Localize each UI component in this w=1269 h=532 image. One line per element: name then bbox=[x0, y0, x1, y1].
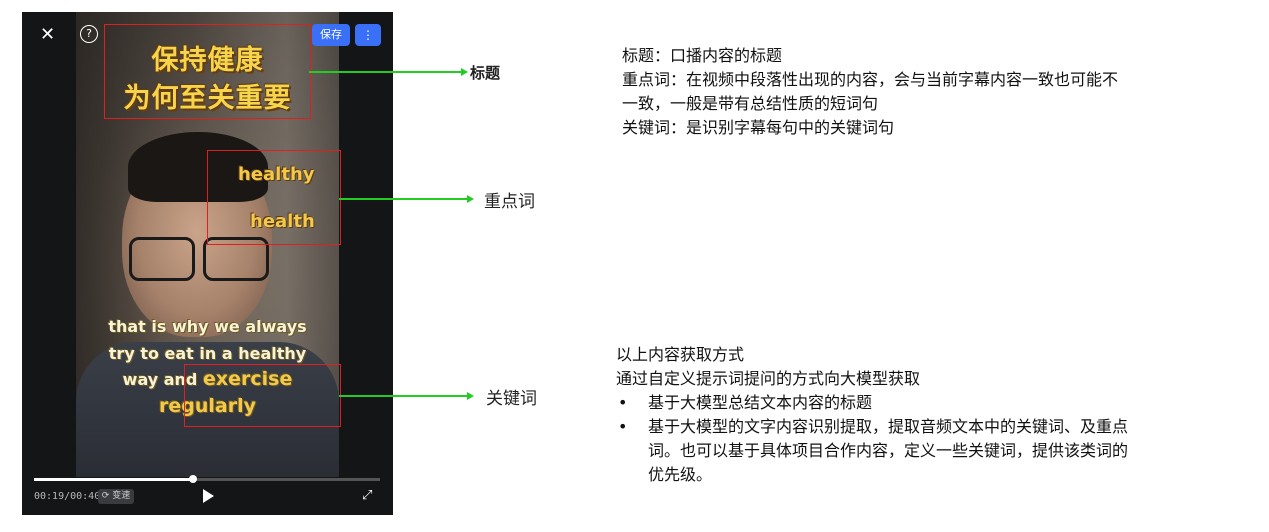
method-bullet-2-line-2: 词。也可以基于具体项目合作内容，定义一些关键词，提供该类词的 bbox=[648, 441, 1129, 460]
definition-keywords: 关键词：是识别字幕每句中的关键词句 bbox=[622, 118, 895, 137]
overlay-title-line-2: 为何至关重要 bbox=[123, 83, 292, 114]
play-icon[interactable] bbox=[203, 489, 214, 503]
keywords-arrow-line bbox=[339, 395, 469, 397]
progress-knob[interactable] bbox=[189, 475, 198, 483]
keywords-arrow-head bbox=[467, 392, 474, 400]
subtitle-line-2: try to eat in a healthy bbox=[108, 344, 307, 363]
key-points-arrow-head bbox=[467, 195, 474, 203]
definitions-block: 标题：口播内容的标题 重点词：在视频中段落性出现的内容，会与当前字幕内容一致也可… bbox=[622, 44, 1262, 140]
key-points-annotation-box bbox=[207, 150, 341, 245]
close-icon[interactable]: ✕ bbox=[40, 24, 56, 45]
subtitle-highlight-regularly: regularly bbox=[159, 395, 256, 417]
more-options-icon[interactable]: ⋮ bbox=[355, 24, 381, 46]
definition-key-points-1: 重点词：在视频中段落性出现的内容，会与当前字幕内容一致也可能不 bbox=[622, 70, 1119, 89]
method-intro: 通过自定义提示词提问的方式向大模型获取 bbox=[616, 369, 921, 388]
method-block: 以上内容获取方式 通过自定义提示词提问的方式向大模型获取 基于大模型总结文本内容… bbox=[616, 343, 1261, 487]
subtitle-plain: way and bbox=[122, 370, 198, 389]
keywords-annotation-box bbox=[184, 364, 341, 427]
fullscreen-icon[interactable]: ⤢ bbox=[362, 488, 373, 503]
overlay-keyword-health: health bbox=[250, 211, 315, 232]
help-icon[interactable]: ? bbox=[80, 25, 98, 43]
title-arrow-head bbox=[461, 68, 468, 76]
method-bullet-2-line-1: 基于大模型的文字内容识别提取，提取音频文本中的关键词、及重点 bbox=[616, 415, 1261, 439]
subtitle-line-3: way and exercise bbox=[76, 366, 339, 393]
subtitle-line-4: regularly bbox=[76, 393, 339, 420]
key-points-annotation-label: 重点词 bbox=[484, 192, 535, 211]
progress-fill bbox=[34, 478, 194, 481]
save-button[interactable]: 保存 bbox=[312, 24, 350, 46]
title-annotation-label: 标题 bbox=[470, 65, 501, 82]
person-glasses bbox=[121, 237, 271, 281]
keywords-annotation-label: 关键词 bbox=[486, 389, 537, 408]
definition-key-points-2: 一致，一般是带有总结性质的短词句 bbox=[622, 94, 879, 113]
person-hair bbox=[128, 132, 268, 202]
method-bullet-1: 基于大模型总结文本内容的标题 bbox=[616, 391, 1261, 415]
subtitle-highlight-exercise: exercise bbox=[202, 368, 293, 390]
method-bullet-2-line-3: 优先级。 bbox=[648, 465, 713, 484]
overlay-title-line-1: 保持健康 bbox=[151, 45, 264, 76]
definition-title: 标题：口播内容的标题 bbox=[622, 46, 783, 65]
subtitle-line-1: that is why we always bbox=[108, 317, 307, 336]
time-display: 00:19/00:40 bbox=[34, 491, 101, 502]
title-arrow-line bbox=[309, 71, 463, 73]
key-points-arrow-line bbox=[339, 198, 469, 200]
progress-bar[interactable] bbox=[34, 475, 380, 483]
method-heading: 以上内容获取方式 bbox=[616, 345, 745, 364]
speed-button[interactable]: ⟳ 变速 bbox=[98, 489, 134, 504]
overlay-keyword-healthy: healthy bbox=[238, 164, 315, 185]
title-annotation-box bbox=[104, 24, 311, 119]
